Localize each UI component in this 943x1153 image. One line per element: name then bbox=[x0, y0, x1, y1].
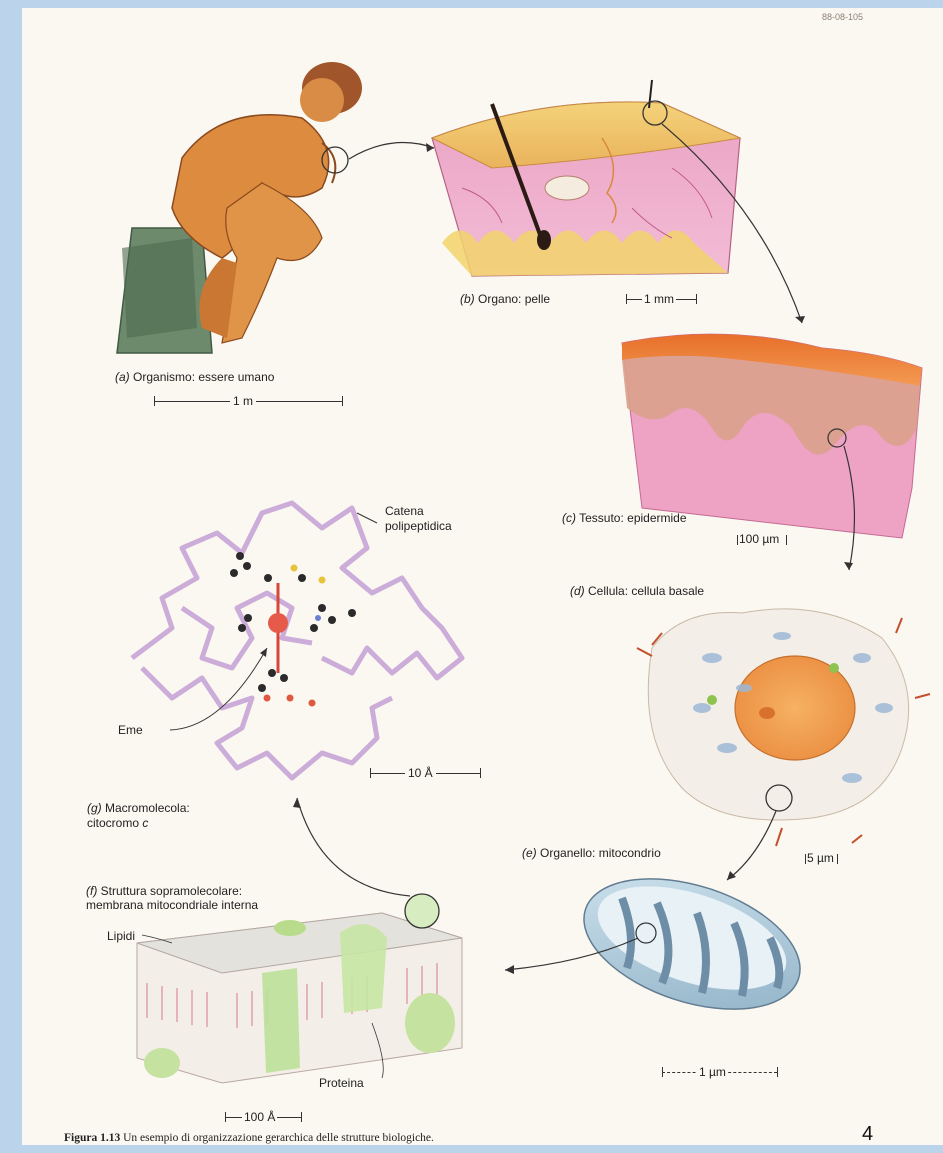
label-e-letter: (e) bbox=[522, 846, 537, 860]
scale-tick bbox=[805, 854, 806, 864]
figure-caption: Figura 1.13 Un esempio di organizzazione… bbox=[64, 1132, 434, 1144]
caption-figure-number: Figura 1.13 bbox=[64, 1132, 120, 1144]
label-d: (d) Cellula: cellula basale bbox=[570, 584, 704, 598]
caption-text: Un esempio di organizzazione gerarchica … bbox=[123, 1132, 434, 1144]
scale-f-value: 100 Å bbox=[242, 1110, 277, 1124]
skin-organ-block bbox=[432, 80, 740, 276]
label-a-text: Organismo: essere umano bbox=[133, 370, 274, 384]
label-chain: Catena polipeptidica bbox=[385, 504, 452, 534]
chain-pointer bbox=[357, 513, 377, 523]
label-lipids: Lipidi bbox=[107, 929, 135, 943]
label-a-letter: (a) bbox=[115, 370, 130, 384]
scale-tick bbox=[837, 854, 838, 864]
label-c: (c) Tessuto: epidermide bbox=[562, 511, 687, 525]
scale-tick bbox=[342, 396, 343, 406]
human-organism-figure bbox=[117, 62, 362, 353]
scale-tick bbox=[225, 1112, 226, 1122]
label-e: (e) Organello: mitocondrio bbox=[522, 846, 661, 860]
scale-tick bbox=[662, 1067, 663, 1077]
label-d-letter: (d) bbox=[570, 584, 585, 598]
label-b-text: Organo: pelle bbox=[478, 292, 550, 306]
cytochrome-c-molecule bbox=[132, 503, 462, 778]
epidermis-tissue-block bbox=[622, 334, 922, 538]
label-g: (g) Macromolecola: citocromo c bbox=[87, 801, 190, 831]
label-g-letter: (g) bbox=[87, 801, 102, 815]
label-chain-line2: polipeptidica bbox=[385, 519, 452, 533]
scale-tick bbox=[696, 294, 697, 304]
label-c-text: Tessuto: epidermide bbox=[579, 511, 686, 525]
label-b: (b) Organo: pelle bbox=[460, 292, 550, 306]
scale-tick bbox=[370, 768, 371, 778]
scale-tick bbox=[786, 535, 787, 545]
label-f-line1: Struttura sopramolecolare: bbox=[101, 884, 242, 898]
label-e-text: Organello: mitocondrio bbox=[540, 846, 661, 860]
scale-tick bbox=[154, 396, 155, 406]
scale-tick bbox=[301, 1112, 302, 1122]
scale-tick bbox=[737, 535, 738, 545]
basal-cell bbox=[637, 609, 930, 846]
label-f-line2: membrana mitocondriale interna bbox=[86, 898, 258, 912]
scale-d-value: 5 µm bbox=[807, 851, 834, 865]
scale-tick bbox=[480, 768, 481, 778]
label-b-letter: (b) bbox=[460, 292, 475, 306]
label-d-text: Cellula: cellula basale bbox=[588, 584, 704, 598]
label-g-line1: Macromolecola: bbox=[105, 801, 190, 815]
label-protein: Proteina bbox=[319, 1076, 364, 1090]
label-chain-line1: Catena bbox=[385, 504, 424, 518]
label-f: (f) Struttura sopramolecolare: membrana … bbox=[86, 884, 258, 912]
scale-tick bbox=[626, 294, 627, 304]
scale-c-value: 100 µm bbox=[739, 532, 779, 546]
label-a: (a) Organismo: essere umano bbox=[115, 370, 274, 384]
scale-a-value: 1 m bbox=[230, 394, 256, 408]
label-c-letter: (c) bbox=[562, 511, 576, 525]
mitochondrion bbox=[568, 854, 817, 1034]
label-heme: Eme bbox=[118, 723, 143, 737]
label-g-italic: c bbox=[142, 816, 148, 830]
illustration-layer bbox=[22, 8, 943, 1145]
scale-g-value: 10 Å bbox=[405, 766, 436, 780]
scale-tick bbox=[777, 1067, 778, 1077]
header-code: 88-08-105 bbox=[822, 12, 863, 22]
figure-sheet: 88-08-105 (a) Organismo: essere umano 1 … bbox=[22, 8, 943, 1145]
scale-e-value: 1 µm bbox=[697, 1065, 728, 1079]
inner-membrane bbox=[137, 894, 462, 1083]
page-number: 4 bbox=[862, 1123, 873, 1145]
label-f-letter: (f) bbox=[86, 884, 97, 898]
scale-b-value: 1 mm bbox=[642, 292, 676, 306]
label-g-line2: citocromo bbox=[87, 816, 139, 830]
